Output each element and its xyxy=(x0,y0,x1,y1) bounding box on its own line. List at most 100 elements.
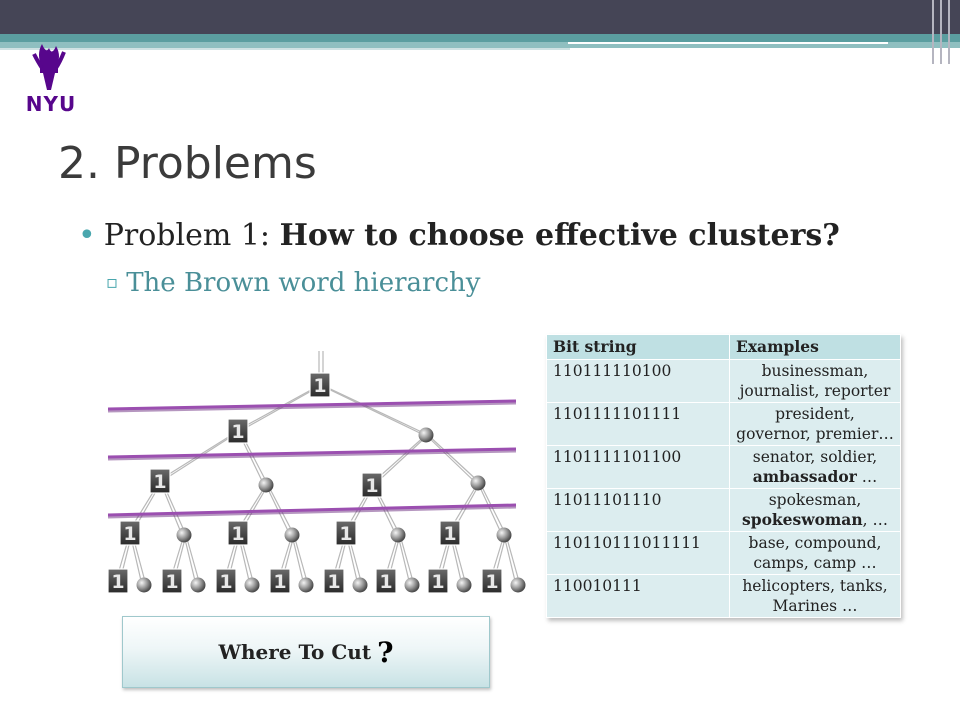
bullet-problem-1: •Problem 1: How to choose effective clus… xyxy=(78,218,840,253)
examples-cell: senator, soldier, ambassador … xyxy=(729,445,901,489)
tree-ball-node xyxy=(298,577,314,593)
bullet-square-icon: ▫ xyxy=(106,272,119,293)
cut-line xyxy=(107,447,517,459)
tree-node-label: 1 xyxy=(153,471,166,493)
tree-node-label: 1 xyxy=(123,523,136,545)
examples-cell: president, governor, premier… xyxy=(729,402,901,446)
header-line xyxy=(568,60,773,62)
examples-cell: helicopters, tanks, Marines … xyxy=(729,574,901,618)
tree-box-node xyxy=(227,418,249,444)
tree-node-label: 1 xyxy=(443,523,456,545)
cut-question-mark: ? xyxy=(377,635,394,669)
tree-box-node xyxy=(161,568,183,594)
tree-box-node xyxy=(361,472,383,498)
header-stripe xyxy=(0,34,960,42)
examples-bold: spokeswoman xyxy=(742,510,863,529)
where-to-cut-box: Where To Cut ? xyxy=(122,616,490,688)
tree-node-label: 1 xyxy=(165,571,178,593)
header-stripe-light xyxy=(0,42,960,48)
sub-bullet-brown-hierarchy: ▫ The Brown word hierarchy xyxy=(106,268,480,298)
examples-text: , … xyxy=(862,511,888,529)
tree-ball-node xyxy=(510,577,526,593)
tree-box-node xyxy=(427,568,449,594)
tree-ball-node xyxy=(470,475,486,491)
tree-box-node xyxy=(269,568,291,594)
torch-icon xyxy=(32,44,66,90)
tree-edge xyxy=(425,434,477,484)
cut-lines xyxy=(107,399,517,519)
tree-ball-node xyxy=(352,577,368,593)
tree-box-node xyxy=(481,568,503,594)
sub-bullet-text: The Brown word hierarchy xyxy=(126,268,481,298)
tree-ball-node xyxy=(404,577,420,593)
tree-ball-node xyxy=(418,427,434,443)
tree-edge xyxy=(183,534,197,586)
examples-bold: ambassador xyxy=(752,467,857,486)
header-bar xyxy=(0,0,960,34)
bullet-prefix: Problem 1: xyxy=(103,218,280,253)
tree-ball-node xyxy=(390,527,406,543)
table-header-row: Bit string Examples xyxy=(546,334,901,360)
bit-string-cell: 110010111 xyxy=(546,574,730,618)
tree-box-node xyxy=(309,372,331,398)
tree-node-label: 1 xyxy=(111,571,124,593)
tree-box-node xyxy=(323,568,345,594)
tree-edge xyxy=(505,534,521,586)
logo-text: NYU xyxy=(25,92,77,116)
tree-ball-node xyxy=(244,577,260,593)
cut-line xyxy=(107,503,517,517)
tree-box-node xyxy=(439,520,461,546)
cut-line-shadow xyxy=(107,449,517,461)
tree-box-node xyxy=(215,568,237,594)
bit-string-cell: 110110111011111 xyxy=(546,531,730,575)
tree-ball-node xyxy=(496,527,512,543)
tree-edge xyxy=(293,534,309,586)
tree-node-label: 1 xyxy=(273,571,286,593)
tree-box-node xyxy=(335,520,357,546)
cut-line-shadow xyxy=(107,401,517,413)
header-line xyxy=(0,48,570,50)
tree-node-label: 1 xyxy=(219,571,232,593)
cut-label: Where To Cut xyxy=(218,640,372,664)
tree-ball-node xyxy=(284,527,300,543)
examples-cell: spokesman, spokeswoman, … xyxy=(729,488,901,532)
slide-title: 2. Problems xyxy=(58,138,317,189)
header-divider xyxy=(932,0,934,64)
examples-text: … xyxy=(856,468,878,486)
bit-string-cell: 11011101110 xyxy=(546,488,730,532)
header-divider xyxy=(940,0,942,64)
tree-edge xyxy=(185,534,201,586)
tree-edge xyxy=(427,434,481,484)
tree-ball-node xyxy=(258,477,274,493)
bit-string-cell: 110111110100 xyxy=(546,359,730,403)
examples-text: senator, soldier, xyxy=(752,448,878,466)
tree-ball-node xyxy=(190,577,206,593)
examples-text: spokesman, xyxy=(768,491,862,509)
tree-node-label: 1 xyxy=(327,571,340,593)
examples-cell: businessman, journalist, reporter xyxy=(729,359,901,403)
tree-node-label: 1 xyxy=(365,475,378,497)
tree-node-label: 1 xyxy=(313,375,326,397)
tree-ball-node xyxy=(456,577,472,593)
tree-node-label: 1 xyxy=(231,523,244,545)
bit-string-cell: 1101111101100 xyxy=(546,445,730,489)
tree-node-label: 1 xyxy=(485,571,498,593)
tree-node-label: 1 xyxy=(431,571,444,593)
header-bit-string: Bit string xyxy=(546,334,730,360)
nyu-logo: NYU xyxy=(16,40,86,120)
cut-line-shadow xyxy=(107,505,517,519)
tree-edge xyxy=(291,534,305,586)
examples-text: president, governor, premier… xyxy=(736,405,894,443)
bullet-emphasis: How to choose effective clusters? xyxy=(279,218,840,253)
tree-edge xyxy=(319,384,425,436)
tree-node-label: 1 xyxy=(339,523,352,545)
